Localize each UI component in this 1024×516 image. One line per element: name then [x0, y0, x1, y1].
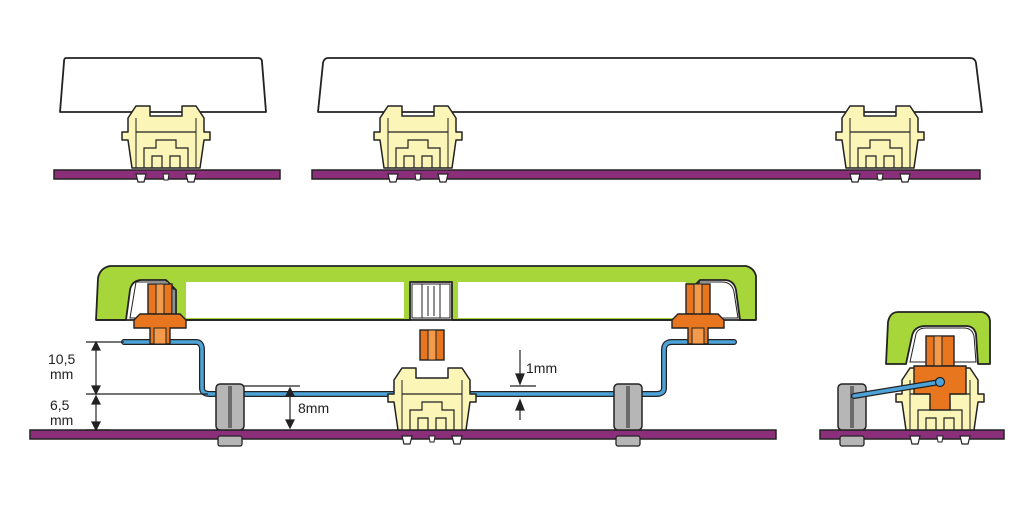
dimension-arrow-icon	[86, 340, 536, 432]
stabilizer-icon	[215, 383, 245, 447]
height-upper-value: 10,5	[48, 351, 75, 367]
keycap-green-side	[885, 311, 991, 365]
height-upper-unit: mm	[50, 366, 73, 382]
stabilizer-icon	[613, 383, 643, 447]
keycap-wide	[317, 57, 983, 113]
switch-icon	[387, 329, 477, 445]
pivot-point	[934, 376, 946, 388]
wire-drop-label: 8mm	[298, 400, 329, 416]
pcb-wide	[311, 169, 981, 180]
keycap-small	[59, 57, 267, 113]
height-lower-value: 6,5	[50, 397, 70, 413]
plate-gap-label: 1mm	[526, 360, 557, 376]
height-lower-unit: mm	[50, 412, 73, 428]
